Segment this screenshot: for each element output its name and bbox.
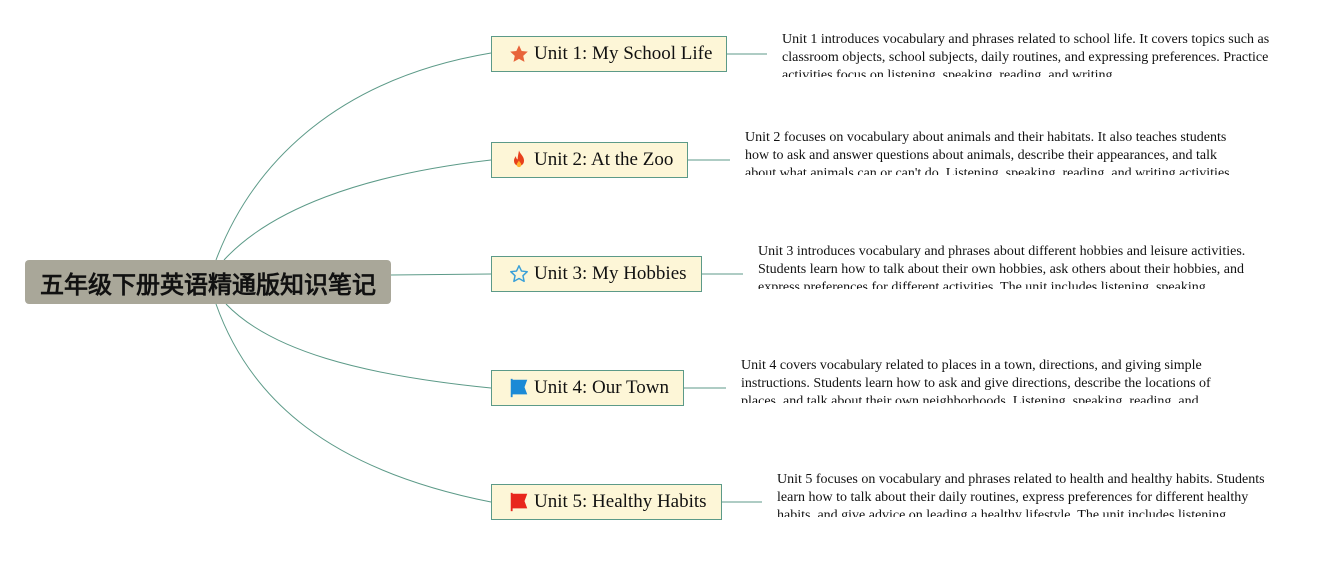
- topic-unit-2[interactable]: Unit 2: At the Zoo: [491, 142, 689, 178]
- blue-flag-icon: [508, 377, 530, 399]
- description-unit-3: Unit 3 introduces vocabulary and phrases…: [758, 244, 1246, 289]
- root-topic[interactable]: 五年级下册英语精通版知识笔记: [25, 260, 391, 304]
- fire-icon: [508, 149, 530, 171]
- red-flag-icon: [508, 491, 530, 513]
- topic-label: Unit 3: My Hobbies: [534, 263, 687, 284]
- topic-label: Unit 1: My School Life: [534, 43, 713, 64]
- connector-root-unit3: [390, 273, 492, 276]
- connector-root-unit4: [225, 303, 492, 389]
- connector-root-unit5: [215, 303, 492, 503]
- connector-root-unit2: [223, 159, 492, 261]
- topic-unit-1[interactable]: Unit 1: My School Life: [491, 36, 728, 72]
- topic-label: Unit 5: Healthy Habits: [534, 491, 707, 512]
- topic-unit-3[interactable]: Unit 3: My Hobbies: [491, 256, 702, 292]
- description-unit-4: Unit 4 covers vocabulary related to plac…: [741, 358, 1211, 403]
- topic-unit-4[interactable]: Unit 4: Our Town: [491, 370, 685, 406]
- description-unit-2: Unit 2 focuses on vocabulary about anima…: [745, 130, 1230, 175]
- topic-label: Unit 2: At the Zoo: [534, 149, 674, 170]
- description-unit-5: Unit 5 focuses on vocabulary and phrases…: [777, 472, 1265, 517]
- description-unit-1: Unit 1 introduces vocabulary and phrases…: [782, 32, 1270, 77]
- topic-label: Unit 4: Our Town: [534, 377, 670, 398]
- root-title: 五年级下册英语精通版知识笔记: [40, 270, 376, 299]
- star-outline-icon: [508, 263, 530, 285]
- star-icon: [508, 43, 530, 65]
- connector-root-unit1: [215, 52, 492, 261]
- topic-unit-5[interactable]: Unit 5: Healthy Habits: [491, 484, 722, 520]
